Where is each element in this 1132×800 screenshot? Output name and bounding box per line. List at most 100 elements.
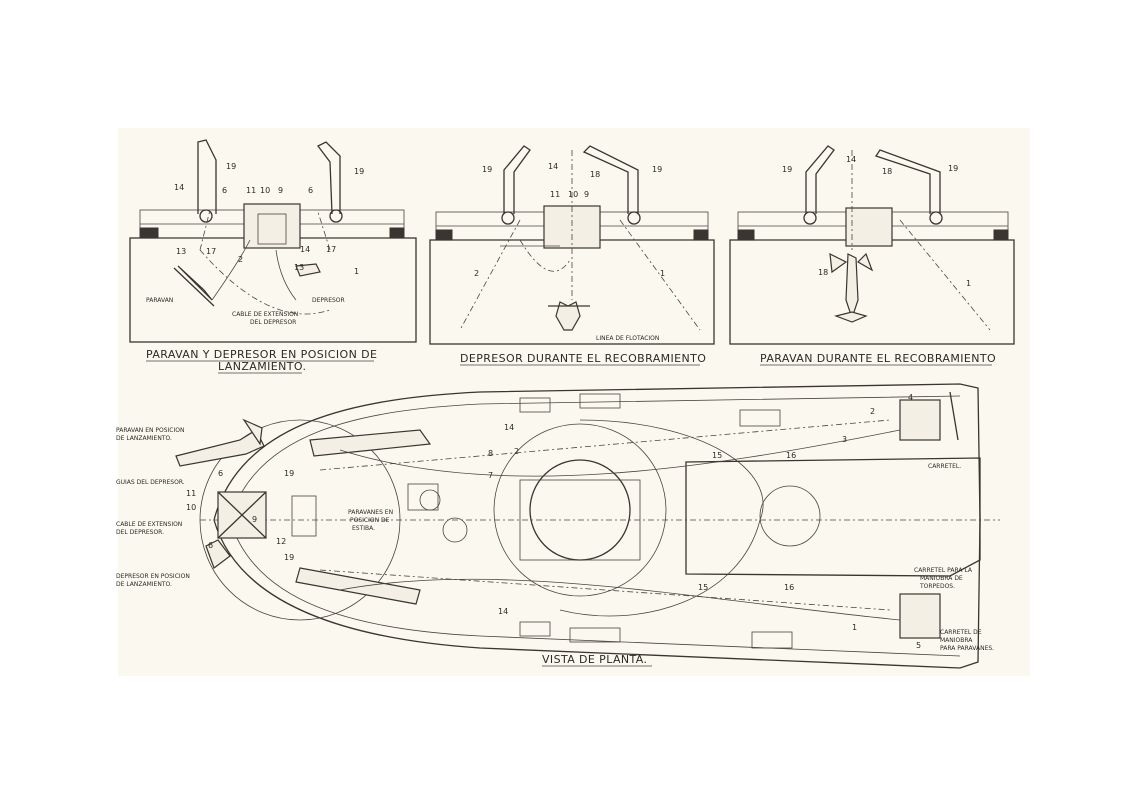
callout-16b: 16	[784, 583, 794, 592]
callout-19a: 19	[482, 165, 492, 174]
callout-6b: 6	[208, 541, 213, 550]
callout-19a: 19	[782, 165, 792, 174]
callout-15a: 15	[712, 451, 722, 460]
view-2-depressor-recovery: 19 14 18 19 11 10 9 2 1 LINEA DE FLOTACI…	[429, 145, 715, 366]
callout-18a: 18	[882, 167, 892, 176]
label-cable-1: CABLE DE EXTENSION	[116, 521, 182, 528]
depressor-body-2	[555, 301, 581, 331]
callout-17b: 17	[326, 245, 336, 254]
callout-19b: 19	[284, 553, 294, 562]
title-view-1-line-1: PARAVAN Y DEPRESOR EN POSICION DE	[146, 348, 377, 361]
callout-19a: 19	[226, 162, 236, 171]
deckhouse	[685, 457, 981, 577]
label-carretel-par-3: PARA PARAVANES.	[940, 645, 994, 652]
paravan-body-3	[845, 253, 859, 320]
callout-6a: 6	[218, 469, 223, 478]
label-cable-1: CABLE DE EXTENSION	[232, 311, 298, 318]
callout-1: 1	[852, 623, 857, 632]
davit-left-1	[197, 139, 217, 214]
callout-19b: 19	[948, 164, 958, 173]
callout-1: 1	[966, 279, 971, 288]
callout-19b: 19	[652, 165, 662, 174]
callout-14a: 14	[174, 183, 184, 192]
callout-10: 10	[260, 186, 270, 195]
title-view-2: DEPRESOR DURANTE EL RECOBRAMIENTO	[460, 352, 706, 365]
launch-frame-3	[845, 207, 893, 247]
hull-section-1	[129, 237, 417, 343]
callout-9: 9	[252, 515, 257, 524]
stowed-paravan-1	[309, 429, 432, 457]
title-plan-view: VISTA DE PLANTA.	[542, 653, 647, 666]
callout-14: 14	[548, 162, 558, 171]
callout-1: 1	[660, 269, 665, 278]
callout-16a: 16	[786, 451, 796, 460]
stowed-paravan-2	[295, 567, 421, 605]
hull-section-3	[729, 239, 1015, 345]
callout-9: 9	[584, 190, 589, 199]
callout-14b: 14	[498, 607, 508, 616]
label-carretel: CARRETEL.	[928, 463, 961, 470]
callout-6b: 6	[308, 186, 313, 195]
label-cable-2: DEL DEPRESOR	[250, 319, 296, 326]
label-waterline: LINEA DE FLOTACION	[596, 335, 659, 342]
callout-2b: 2	[870, 407, 875, 416]
view-1-paravan-launch: 19 14 6 11 10 9 6 19 13 17 2 13 14 17 1 …	[129, 139, 417, 374]
label-paravan-pos-1: PARAVAN EN POSICION	[116, 427, 184, 434]
swing-radius	[199, 419, 401, 621]
label-paravan-pos-2: DE LANZAMIENTO.	[116, 435, 172, 442]
hull-outline-starboard	[213, 519, 981, 669]
callout-4: 4	[908, 393, 913, 402]
label-cable-2: DEL DEPRESOR.	[116, 529, 164, 536]
label-paravan: PARAVAN	[146, 297, 173, 304]
callout-10: 10	[186, 503, 196, 512]
reel-port	[899, 593, 941, 639]
callout-2: 2	[238, 255, 243, 264]
label-depresor-2: DE LANZAMIENTO.	[116, 581, 172, 588]
label-carretel-torp-1: CARRETEL PARA LA	[914, 567, 973, 574]
callout-10: 10	[568, 190, 578, 199]
label-carretel-torp-2: MANIOBRA DE	[920, 575, 963, 582]
callout-12: 12	[276, 537, 286, 546]
label-carretel-par-1: CARRETEL DE	[940, 629, 982, 636]
reel-starboard	[899, 399, 941, 441]
callout-3: 3	[842, 435, 847, 444]
callout-19a: 19	[284, 469, 294, 478]
callout-7: 7	[488, 471, 493, 480]
label-carretel-torp-3: TORPEDOS.	[919, 583, 955, 590]
label-guias: GUIAS DEL DEPRESOR.	[116, 479, 185, 486]
label-estiba-2: POSICION DE	[350, 517, 390, 524]
bitt-right-1	[389, 227, 405, 239]
callout-2: 2	[474, 269, 479, 278]
callout-2a: 2	[514, 447, 519, 456]
hull-outline-port	[213, 383, 981, 521]
callout-8: 8	[488, 449, 493, 458]
callout-14: 14	[846, 155, 856, 164]
callout-15b: 15	[698, 583, 708, 592]
callout-6a: 6	[222, 186, 227, 195]
callout-5: 5	[916, 641, 921, 650]
paravan-launch-plan	[175, 429, 265, 467]
launch-frame-2	[543, 205, 601, 249]
label-carretel-par-2: MANIOBRA	[940, 637, 973, 644]
davit-right-2	[582, 145, 639, 214]
label-depresor: DEPRESOR	[312, 297, 345, 304]
title-view-3: PARAVAN DURANTE EL RECOBRAMIENTO	[760, 352, 996, 365]
depressor-body-1	[295, 263, 321, 277]
callout-19b: 19	[354, 167, 364, 176]
callout-13a: 13	[176, 247, 186, 256]
launch-frame-1	[243, 203, 301, 249]
paravan-body-1	[177, 265, 213, 301]
callout-14a: 14	[504, 423, 514, 432]
callout-13b: 13	[294, 263, 304, 272]
davit-right-3	[874, 149, 941, 214]
depressor-launch-plan	[205, 539, 231, 569]
plan-view: PARAVAN EN POSICION DE LANZAMIENTO. GUIA…	[116, 383, 1000, 669]
callout-1: 1	[354, 267, 359, 276]
callout-18: 18	[590, 170, 600, 179]
title-view-1-line-2: LANZAMIENTO.	[218, 360, 306, 373]
callout-14b: 14	[300, 245, 310, 254]
callout-11: 11	[186, 489, 196, 498]
davit-left-2	[503, 145, 531, 214]
label-depresor-1: DEPRESOR EN POSICION	[116, 573, 190, 580]
